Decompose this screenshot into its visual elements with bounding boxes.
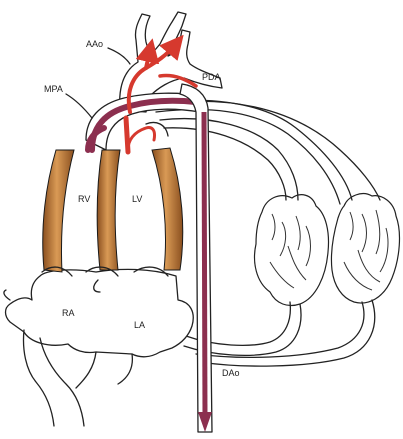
label-aao: AAo <box>86 39 103 49</box>
label-lv: LV <box>132 194 142 204</box>
left-lung <box>331 194 399 303</box>
label-dao: DAo <box>222 368 240 378</box>
interventricular-septum <box>97 150 120 270</box>
label-mpa: MPA <box>44 84 63 94</box>
main-pulmonary-artery <box>86 93 200 150</box>
rv-free-wall <box>43 150 74 272</box>
descending-aorta <box>180 84 212 432</box>
label-la: LA <box>134 320 145 330</box>
pulmonary-branches <box>150 100 380 204</box>
pulmonary-veins <box>184 300 375 366</box>
label-ra: RA <box>62 308 75 318</box>
right-lung <box>255 195 329 306</box>
label-rv: RV <box>78 194 90 204</box>
label-pda: PDA <box>202 72 221 82</box>
heart-outline <box>4 269 193 426</box>
lv-free-wall <box>152 148 183 270</box>
